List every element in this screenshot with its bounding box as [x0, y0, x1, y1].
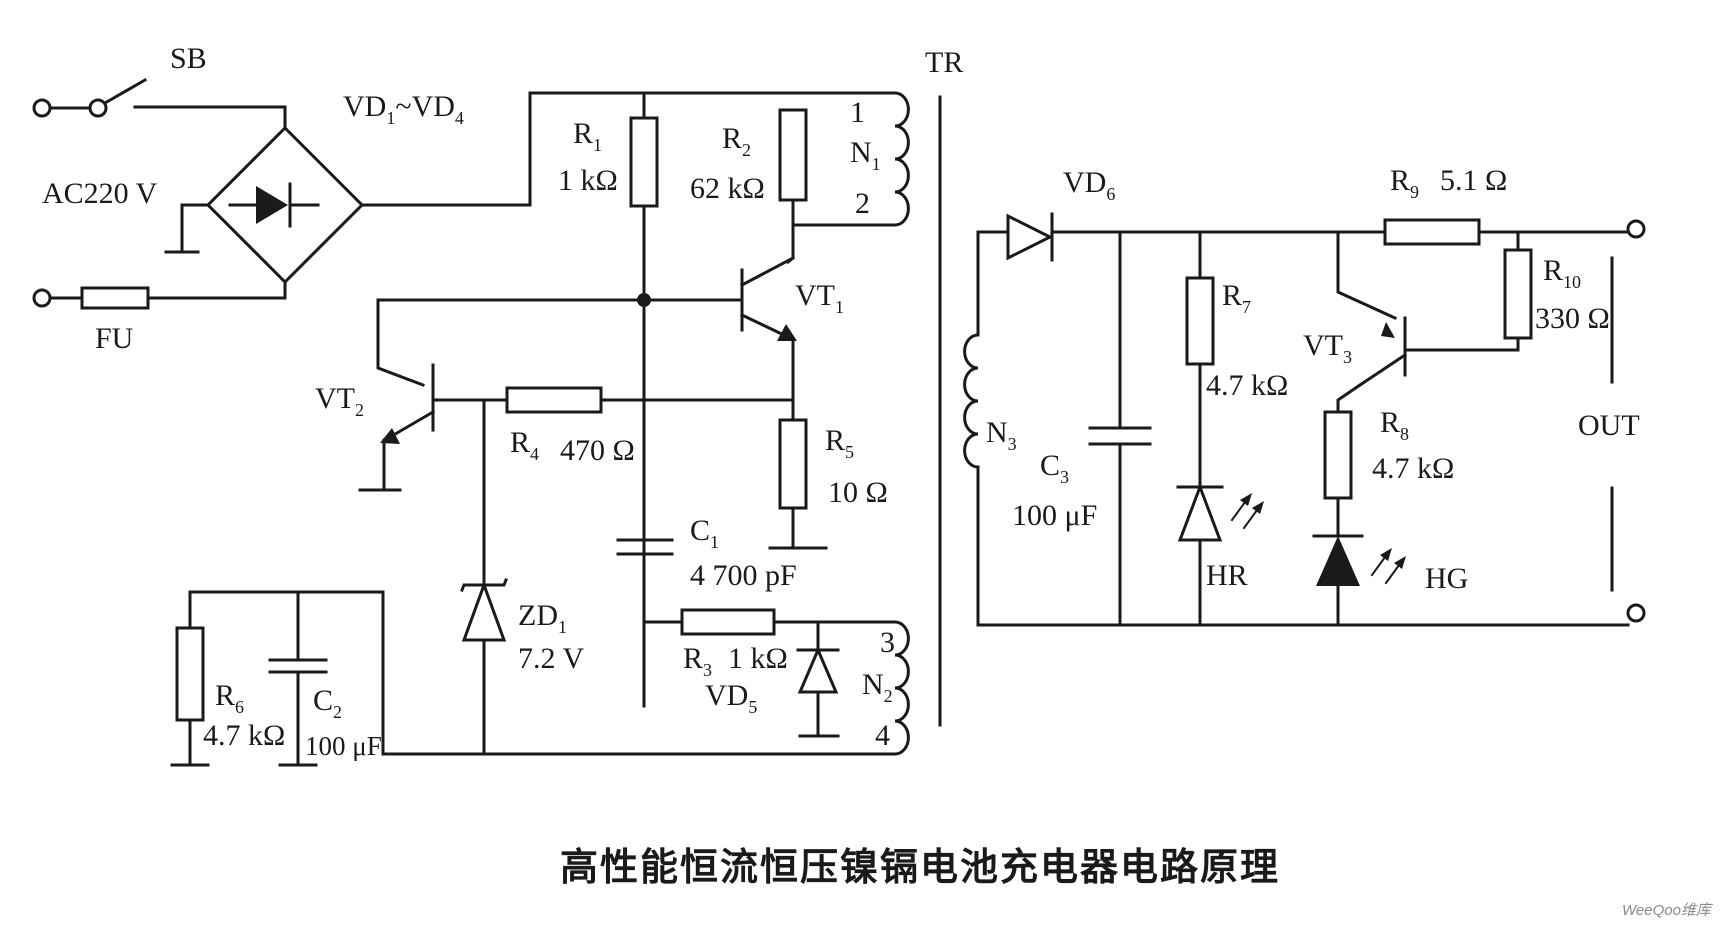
label-r6: R6: [215, 679, 244, 717]
label-hr: HR: [1206, 559, 1248, 592]
labels: SB AC220 V FU VD1~VD4 R1 1 kΩ R2 62 kΩ 1…: [42, 42, 1714, 919]
output-terminal-negative: [1626, 603, 1646, 623]
label-n3: N3: [986, 416, 1017, 454]
value-r6: 4.7 kΩ: [203, 719, 285, 752]
label-r8: R8: [1380, 406, 1409, 444]
label-tr: TR: [925, 46, 963, 79]
diode-vd5: [797, 646, 839, 694]
bridge-diode-symbol: [256, 186, 288, 224]
resistor-r3: [680, 608, 776, 636]
label-r5: R5: [825, 424, 854, 462]
secondary-section: [963, 212, 1646, 627]
pin-4: 4: [875, 719, 890, 752]
label-r9: R9: [1390, 164, 1419, 202]
label-r10: R10: [1543, 254, 1581, 292]
label-fu: FU: [95, 322, 134, 355]
pin-1: 1: [850, 96, 865, 129]
ac-terminal-top: [32, 98, 52, 118]
diode-vd6: [1006, 213, 1054, 261]
resistor-r6: [175, 626, 205, 722]
label-r7: R7: [1222, 279, 1251, 317]
watermark: WeeQoo维库: [1622, 902, 1714, 919]
led-hg-arrows: [1370, 548, 1406, 585]
label-vd6: VD6: [1063, 166, 1115, 204]
resistor-r2: [778, 108, 808, 202]
label-vt1: VT1: [795, 279, 844, 317]
resistor-r8: [1323, 410, 1353, 500]
switch-sb: [102, 77, 148, 106]
resistor-r5: [778, 418, 808, 510]
label-vd5: VD5: [705, 679, 757, 717]
label-bridge: VD1~VD4: [343, 90, 464, 128]
output-terminal-positive: [1626, 219, 1646, 239]
label-hg: HG: [1425, 562, 1468, 595]
vt1-collector: [739, 255, 796, 288]
value-c1: 4 700 pF: [690, 559, 797, 592]
value-r1: 1 kΩ: [558, 164, 618, 197]
value-zd1: 7.2 V: [518, 642, 584, 675]
resistor-r7: [1185, 276, 1215, 366]
label-r2: R2: [722, 122, 751, 160]
pin-3: 3: [880, 626, 895, 659]
zener-zd1: [461, 580, 507, 642]
resistor-r4: [505, 386, 603, 414]
resistor-r9: [1383, 218, 1481, 246]
label-vt2: VT2: [315, 382, 364, 420]
label-c3: C3: [1040, 449, 1069, 487]
value-r10: 330 Ω: [1535, 302, 1610, 335]
value-r7: 4.7 kΩ: [1206, 369, 1288, 402]
label-n1: N1: [850, 136, 881, 174]
vt3-emitter: [1357, 352, 1408, 388]
label-zd1: ZD1: [518, 599, 567, 637]
label-ac-source: AC220 V: [42, 177, 158, 210]
label-n2: N2: [862, 668, 893, 706]
label-sb: SB: [170, 42, 207, 75]
value-r4: 470 Ω: [560, 434, 635, 467]
pin-2: 2: [855, 187, 870, 220]
label-r3: R3: [683, 642, 712, 680]
resistor-r10: [1503, 248, 1533, 340]
value-r5: 10 Ω: [828, 476, 888, 509]
winding-n3: [963, 333, 980, 469]
value-r3: 1 kΩ: [728, 642, 788, 675]
fuse-fu: [80, 286, 150, 310]
led-hg: [1316, 536, 1360, 586]
label-c2: C2: [313, 684, 342, 722]
label-c1: C1: [690, 514, 719, 552]
diagram-title: 高性能恒流恒压镍镉电池充电器电路原理: [560, 845, 1280, 889]
label-out: OUT: [1578, 409, 1640, 442]
primary-section: [170, 91, 942, 767]
led-hr: [1177, 482, 1223, 542]
label-r1: R1: [573, 117, 602, 155]
value-r9: 5.1 Ω: [1440, 164, 1507, 197]
switch-contact: [88, 98, 108, 118]
label-r4: R4: [510, 426, 539, 464]
resistor-r1: [629, 116, 659, 208]
value-c2: 100 μF: [305, 731, 382, 761]
ac-terminal-bottom: [32, 288, 52, 308]
winding-n1: [893, 91, 910, 227]
value-c3: 100 μF: [1012, 499, 1097, 532]
value-r2: 62 kΩ: [690, 172, 765, 205]
input-section: [32, 77, 532, 310]
value-r8: 4.7 kΩ: [1372, 452, 1454, 485]
label-vt3: VT3: [1303, 329, 1352, 367]
winding-n2: [893, 620, 910, 756]
led-hr-arrows: [1230, 493, 1264, 530]
